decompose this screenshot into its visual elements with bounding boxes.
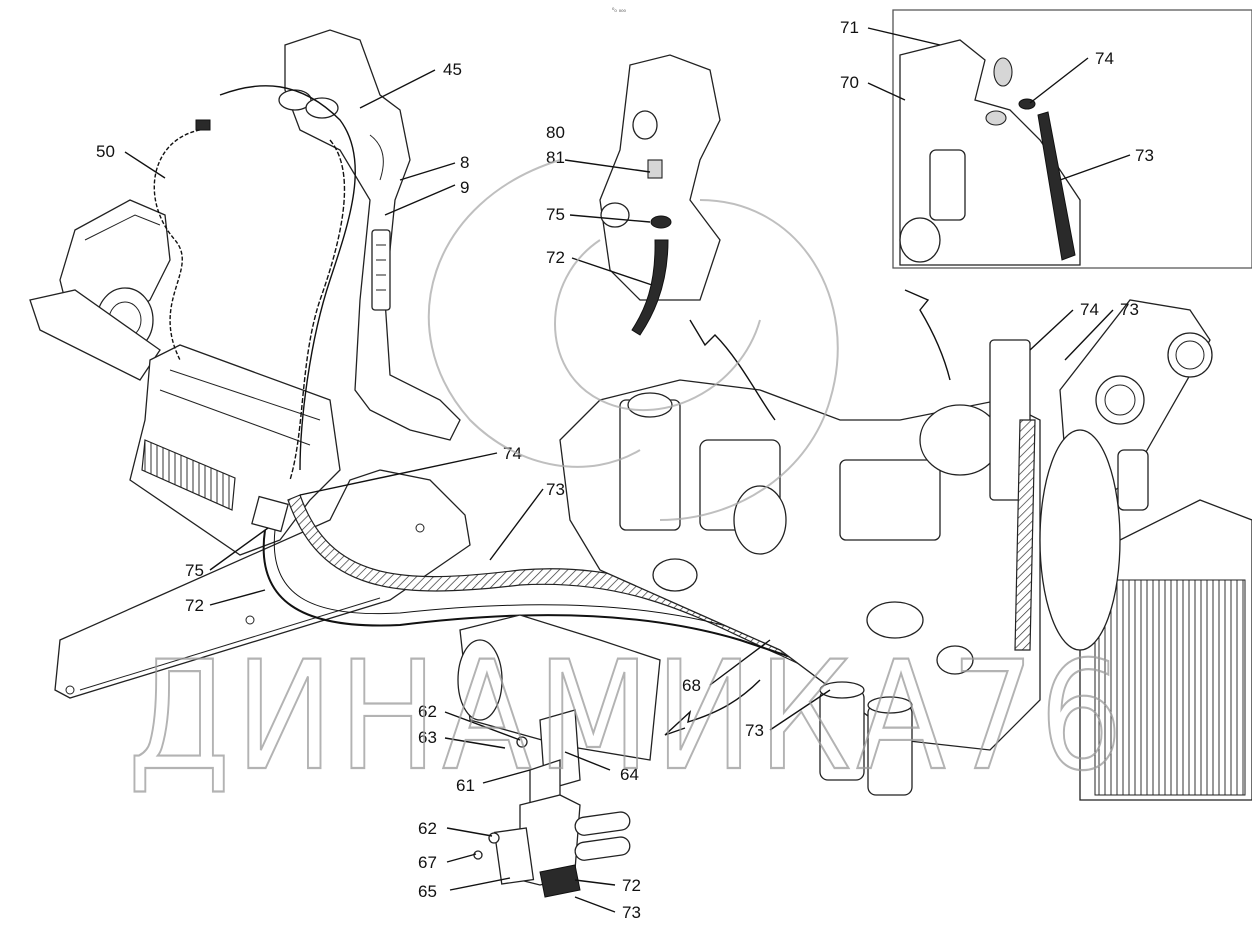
detail-hose-bracket	[457, 614, 661, 898]
callout-70: 70	[840, 73, 859, 92]
detail-thermostat-box	[892, 9, 1252, 269]
callout-63: 63	[418, 728, 437, 747]
callout-74-engine: 74	[1080, 300, 1099, 319]
dash-console	[278, 29, 461, 441]
callout-45: 45	[443, 60, 462, 79]
watermark-logo-swirl	[427, 159, 839, 521]
callout-64: 64	[620, 765, 639, 784]
watermark: ДИНАМИКА76	[127, 159, 1128, 805]
callout-67: 67	[418, 853, 437, 872]
flow-arrows	[664, 289, 951, 736]
callout-71: 71	[840, 18, 859, 37]
callout-73-bracket-bottom: 73	[622, 903, 641, 922]
callout-80: 80	[546, 123, 565, 142]
callout-72-bracket: 72	[622, 876, 641, 895]
cab-floor-panel	[54, 469, 471, 699]
heater-unit	[129, 344, 341, 556]
header-mark: ⁰₀ ₀₀₀	[612, 7, 627, 14]
callout-62-bottom: 62	[418, 819, 437, 838]
callout-labels: 45 50 8 9 80 81 75 72 71 70 74 73 74 73 …	[96, 18, 1154, 922]
callout-73-heater: 73	[546, 480, 565, 499]
callout-75-heater: 75	[185, 561, 204, 580]
wiring-harness	[153, 85, 356, 481]
radiator	[1039, 299, 1252, 801]
callout-75-top: 75	[546, 205, 565, 224]
detail-water-pump-outlet	[599, 54, 721, 336]
callout-73-engine: 73	[1120, 300, 1139, 319]
callout-73-bracket: 73	[745, 721, 764, 740]
callout-72-top: 72	[546, 248, 565, 267]
callout-9: 9	[460, 178, 469, 197]
callout-72-heater: 72	[185, 596, 204, 615]
leader-lines	[124, 27, 1131, 913]
callout-8: 8	[460, 153, 469, 172]
callout-61: 61	[456, 776, 475, 795]
callout-68: 68	[682, 676, 701, 695]
callout-65: 65	[418, 882, 437, 901]
callout-62-top: 62	[418, 702, 437, 721]
watermark-text: ДИНАМИКА76	[128, 630, 1128, 804]
engine-block	[559, 339, 1041, 751]
radiator-housing-left	[29, 199, 171, 381]
callout-50: 50	[96, 142, 115, 161]
callout-74-detail: 74	[1095, 49, 1114, 68]
callout-73-detail: 73	[1135, 146, 1154, 165]
oil-filters	[819, 681, 913, 796]
